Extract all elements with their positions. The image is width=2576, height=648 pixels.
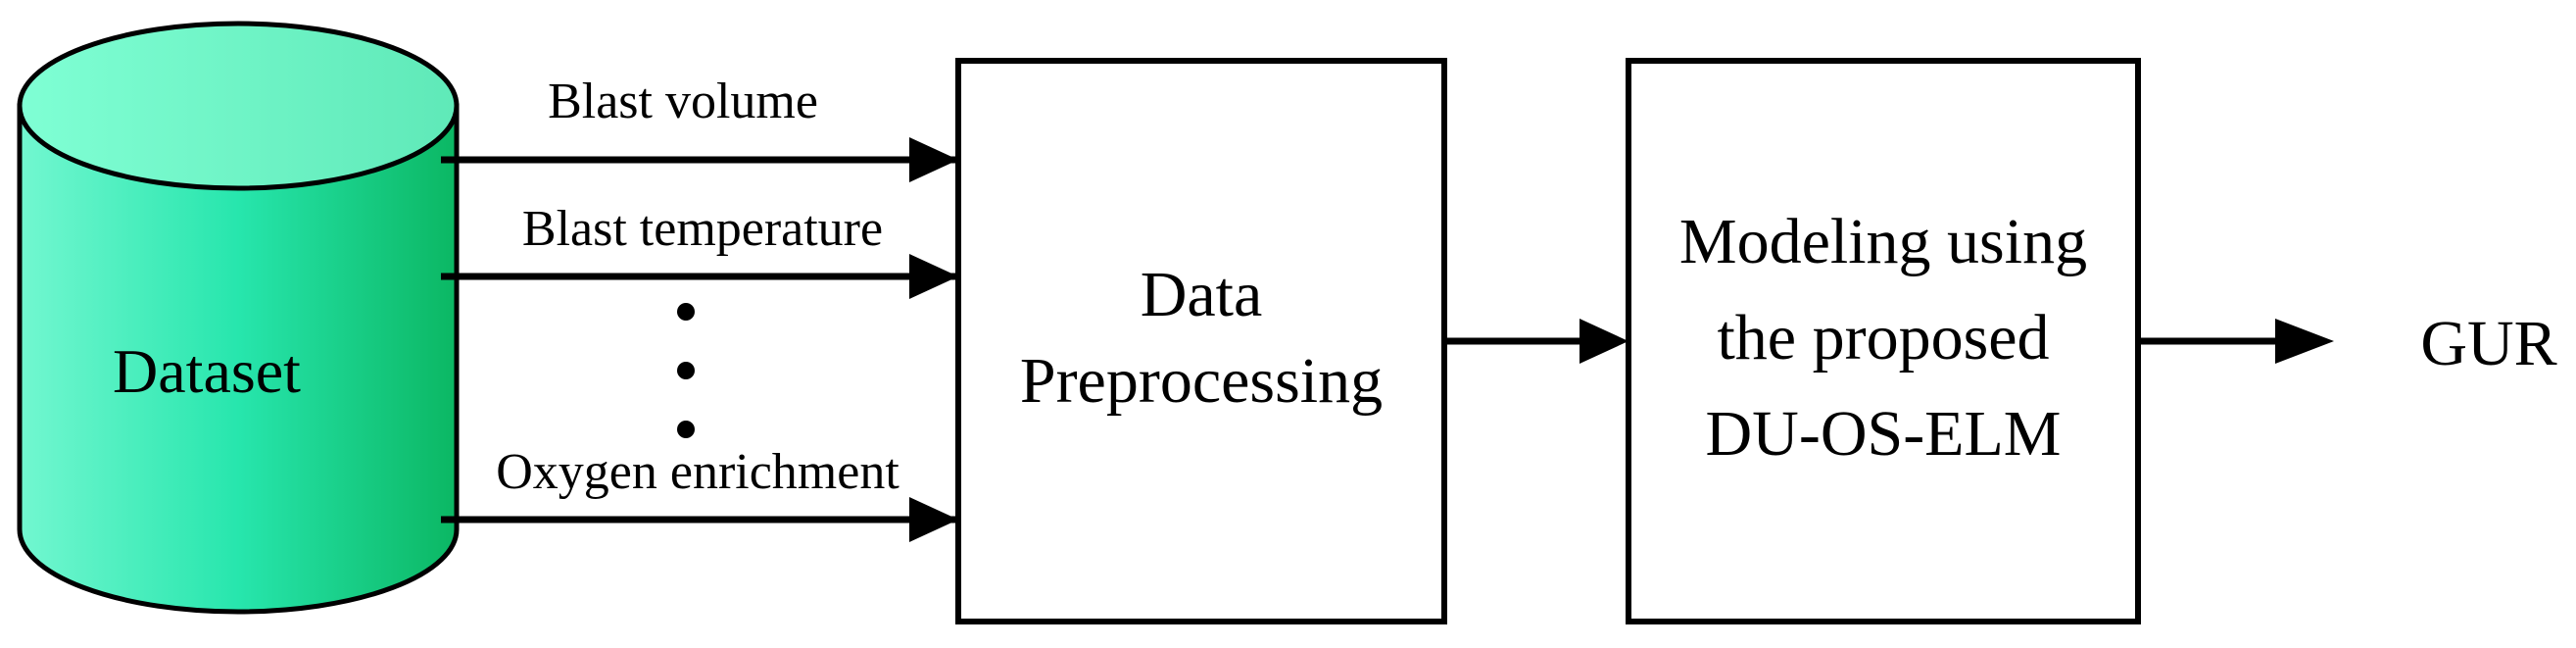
cylinder-body: [17, 103, 460, 615]
preprocessing-box: [955, 58, 1447, 624]
arrowhead-icon: [909, 137, 958, 182]
dataset-cylinder: Dataset: [17, 21, 460, 615]
preprocessing-line1: Data: [1141, 259, 1263, 330]
input-arrows: [441, 155, 956, 524]
arrowhead-icon: [1580, 319, 1628, 364]
modeling-line3: DU-OS-ELM: [1706, 398, 2062, 470]
ellipsis-dots: [677, 303, 695, 438]
ellipsis-dot: [677, 303, 695, 321]
modeling-line2: the proposed: [1717, 302, 2049, 374]
dataset-label: Dataset: [113, 336, 301, 406]
input-arrowheads: [909, 137, 958, 542]
output-label: GUR: [2420, 308, 2556, 379]
arrowhead-icon: [909, 497, 958, 542]
modeling-line1: Modeling using: [1679, 206, 2087, 277]
arrowhead-icon: [909, 254, 958, 299]
preprocessing-line2: Preprocessing: [1020, 345, 1383, 417]
ellipsis-dot: [677, 362, 695, 379]
arrowhead-icon: [2275, 319, 2334, 364]
ellipsis-dot: [677, 421, 695, 438]
input-label-oxygen-enrichment: Oxygen enrichment: [496, 444, 899, 500]
cylinder-top: [17, 21, 460, 191]
input-label-blast-temperature: Blast temperature: [522, 201, 883, 257]
input-label-blast-volume: Blast volume: [548, 74, 818, 129]
